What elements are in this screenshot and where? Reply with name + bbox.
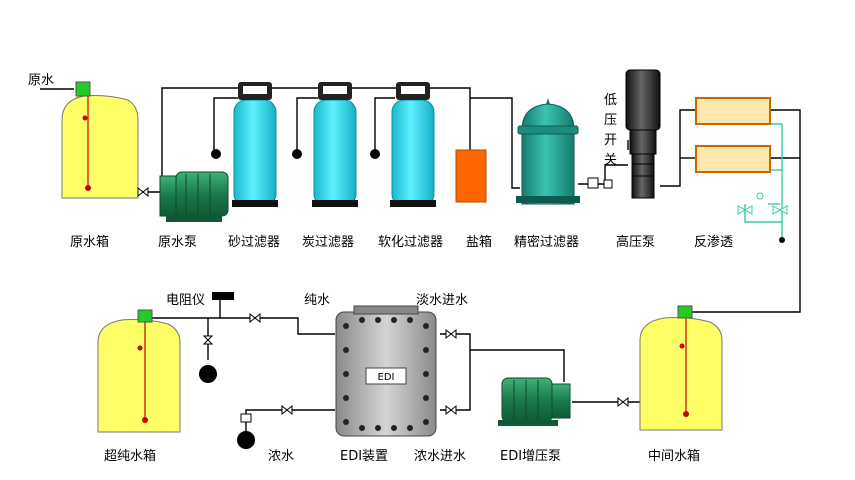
sand-filter	[211, 82, 278, 207]
edi-plate-label: EDI	[378, 372, 395, 383]
carbon-filter-label: 炭过滤器	[302, 235, 354, 250]
softener-label: 软化过滤器	[378, 235, 443, 250]
edi-booster-pump	[498, 377, 571, 426]
valve-icon[interactable]	[202, 335, 214, 345]
ro-label: 反渗透	[694, 235, 733, 250]
float-switch-icon	[75, 81, 91, 97]
reverse-osmosis-unit	[695, 97, 788, 243]
softener-filter	[370, 82, 436, 207]
drain-icon	[237, 431, 255, 449]
intermediate-tank-label: 中间水箱	[648, 448, 700, 464]
pressure-gauge-icon	[292, 149, 302, 159]
reject-line	[744, 123, 783, 240]
float-switch-icon	[677, 305, 693, 319]
valve-icon[interactable]	[137, 186, 149, 198]
valve-icon[interactable]	[445, 404, 457, 416]
salt-tank-label: 盐箱	[466, 234, 492, 250]
raw-pump-label: 原水泵	[158, 235, 197, 250]
ultrapure-water-tank	[97, 309, 181, 433]
valve-icon[interactable]	[445, 328, 457, 340]
low-pressure-switch-char: 开	[604, 133, 617, 148]
salt-tank	[455, 149, 487, 203]
drain-icon	[199, 365, 217, 383]
edi-device: EDI	[335, 305, 437, 437]
raw-water-tank	[61, 81, 139, 199]
pressure-gauge-icon	[370, 149, 380, 159]
raw-water-pump	[159, 171, 229, 222]
carbon-filter	[292, 82, 358, 207]
resistivity-label: 电阻仪	[166, 293, 205, 308]
precision-filter	[516, 98, 580, 205]
low-pressure-switch-char: 低	[604, 93, 617, 108]
low-pressure-switch-char: 关	[604, 153, 617, 168]
valve-icon[interactable]	[281, 404, 293, 416]
concentrate-label: 浓水	[268, 449, 294, 464]
pure-water-label: 纯水	[304, 293, 330, 308]
check-valve-icon	[737, 205, 788, 215]
ultrapure-tank-label: 超纯水箱	[104, 448, 156, 464]
pressure-gauge-icon	[211, 149, 221, 159]
raw-tank-label: 原水箱	[70, 234, 109, 250]
precision-filter-label: 精密过滤器	[514, 234, 579, 250]
dilute-inlet-top-label: 淡水进水	[416, 293, 468, 308]
reject-drain-icon	[779, 237, 785, 243]
low-pressure-switch-char: 压	[604, 113, 617, 128]
high-pressure-pump	[625, 69, 661, 199]
low-pressure-switch-icon	[587, 177, 613, 189]
edi-device-label: EDI装置	[340, 449, 388, 464]
edi-booster-label: EDI增压泵	[500, 449, 561, 464]
float-switch-icon	[137, 309, 153, 323]
sand-filter-label: 砂过滤器	[228, 235, 280, 250]
raw-water-inlet-label: 原水	[28, 73, 54, 88]
valve-icon[interactable]	[249, 312, 261, 324]
hp-pump-label: 高压泵	[616, 234, 655, 250]
valve-icon[interactable]	[617, 396, 629, 408]
dilute-inlet-bottom-label: 浓水进水	[414, 449, 466, 464]
intermediate-tank	[639, 305, 723, 431]
resistivity-meter-icon	[212, 292, 234, 300]
